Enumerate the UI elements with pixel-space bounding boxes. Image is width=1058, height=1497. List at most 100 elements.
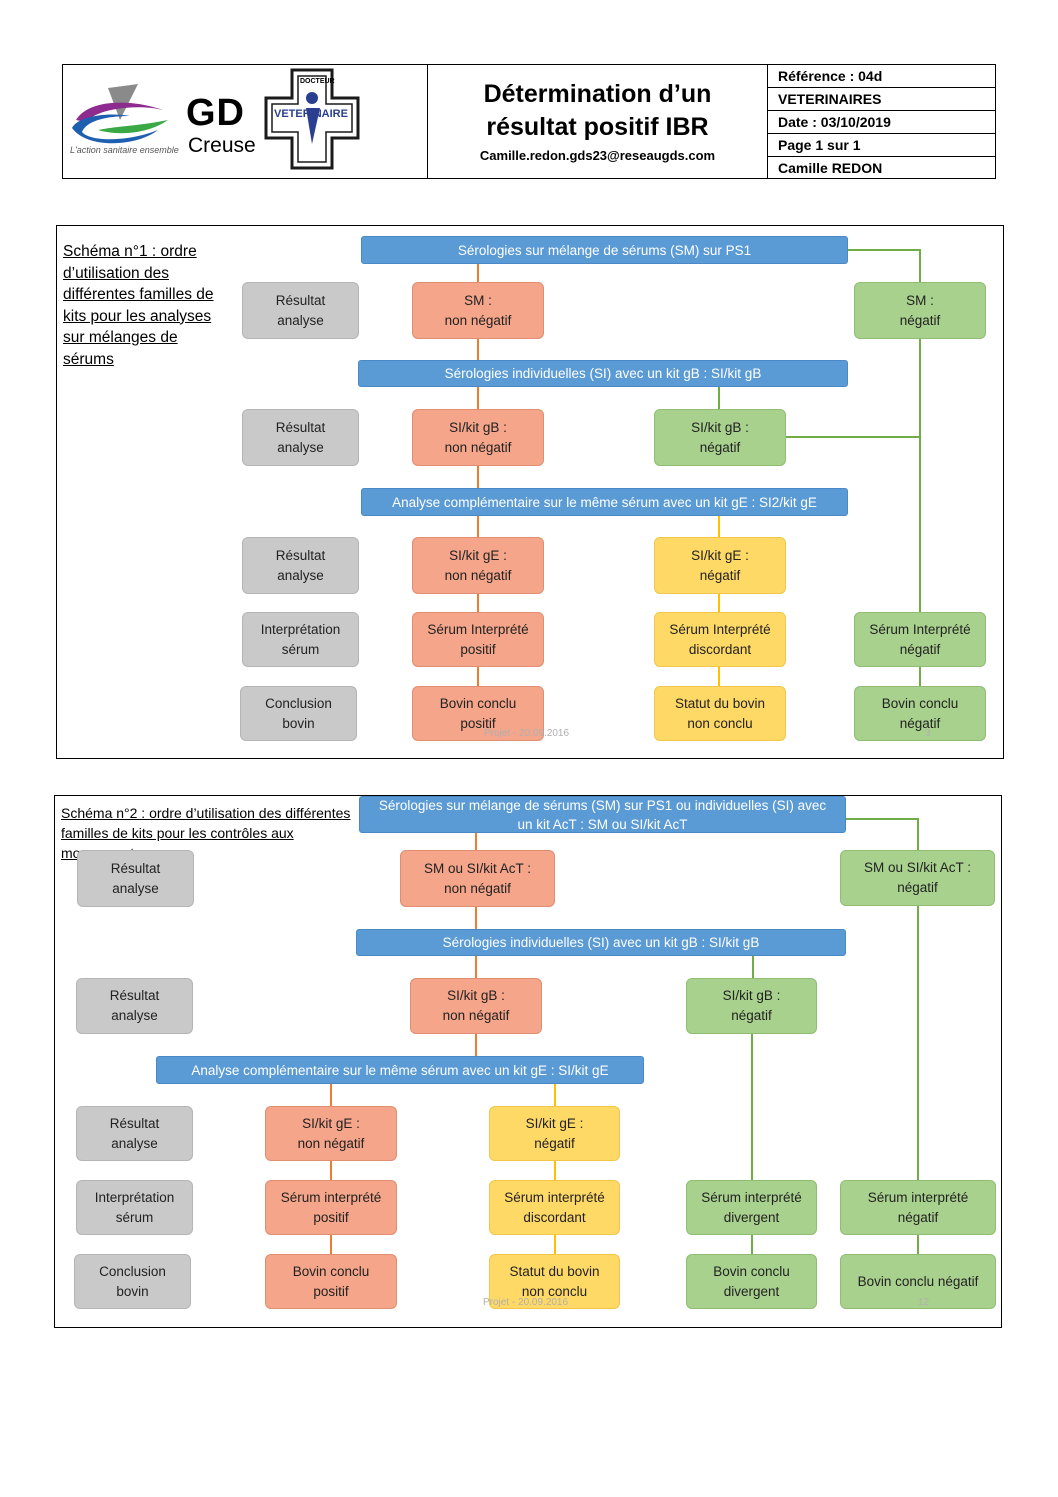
- schema1-label-conclusion: Conclusion bovin: [240, 686, 357, 741]
- logo-creuse-text: Creuse: [188, 134, 256, 157]
- connector-line: [477, 667, 479, 686]
- connector-line: [786, 436, 920, 438]
- title-cell: Détermination d’un résultat positif IBR …: [428, 64, 768, 179]
- connector-line: [475, 907, 477, 929]
- ref-audience: VETERINAIRES: [768, 88, 996, 111]
- connector-line: [718, 387, 720, 409]
- schema1-gb-negative: SI/kit gB : négatif: [654, 409, 786, 466]
- connector-line: [718, 667, 720, 686]
- schema2-frame: [54, 795, 1002, 1328]
- schema1-label-result-3: Résultat analyse: [242, 537, 359, 594]
- connector-line: [846, 818, 918, 820]
- doc-title: Détermination d’un résultat positif IBR: [428, 78, 767, 144]
- connector-line: [477, 594, 479, 612]
- contact-email: Camille.redon.gds23@reseaugds.com: [479, 148, 716, 163]
- schema1-bar-pool-serology: Sérologies sur mélange de sérums (SM) su…: [361, 236, 848, 264]
- connector-line: [848, 249, 920, 251]
- schema2-concl-negative: Bovin conclu négatif: [840, 1254, 996, 1309]
- schema2-gb-non-negative: SI/kit gB : non négatif: [410, 978, 542, 1034]
- schema2-act-non-negative: SM ou SI/kit AcT : non négatif: [400, 850, 555, 907]
- connector-line: [475, 956, 477, 978]
- schema1-sm-non-negative: SM : non négatif: [412, 282, 544, 339]
- schema1-bar-gb-serology: Sérologies individuelles (SI) avec un ki…: [358, 360, 848, 387]
- connector-line: [752, 956, 754, 978]
- schema2-label-interpretation: Interprétation sérum: [76, 1180, 193, 1235]
- schema1-ge-non-negative: SI/kit gE : non négatif: [412, 537, 544, 594]
- connector-line: [554, 1235, 556, 1254]
- schema2-interp-positive: Sérum interprété positif: [265, 1180, 397, 1235]
- connector-line: [475, 1034, 477, 1056]
- schema1-interp-discordant: Sérum Interprété discordant: [654, 612, 786, 667]
- connector-line: [477, 264, 479, 282]
- logo-tagline: L'action sanitaire ensemble: [70, 145, 179, 155]
- connector-line: [917, 906, 919, 1180]
- connector-line: [917, 1235, 919, 1254]
- connector-line: [919, 249, 921, 282]
- ref-reference: Référence : 04d: [768, 65, 996, 88]
- schema1-concl-negative: Bovin conclu négatif: [854, 686, 986, 741]
- doc-title-line2: résultat positif IBR: [486, 113, 709, 141]
- schema1-page-number: 3: [925, 728, 931, 739]
- connector-line: [330, 1235, 332, 1254]
- connector-line: [919, 339, 921, 612]
- ref-date: Date : 03/10/2019: [768, 111, 996, 134]
- schema2-interp-negative: Sérum interprété négatif: [840, 1180, 996, 1235]
- schema2-bar-ge-analysis: Analyse complémentaire sur le même sérum…: [156, 1056, 644, 1084]
- connector-line: [554, 1160, 556, 1180]
- veterinaire-cross-icon: [264, 68, 360, 170]
- connector-line: [718, 594, 720, 612]
- schema2-label-result-3: Résultat analyse: [76, 1106, 193, 1161]
- schema2-label-result-1: Résultat analyse: [77, 850, 194, 907]
- ref-author: Camille REDON: [778, 160, 883, 176]
- connector-line: [330, 1084, 332, 1106]
- connector-line: [751, 1235, 753, 1254]
- header-table: [62, 64, 996, 179]
- schema1-label-interpretation: Interprétation sérum: [242, 612, 359, 667]
- schema1-label-result-2: Résultat analyse: [242, 409, 359, 466]
- doc-title-line1: Détermination d’un: [483, 80, 712, 108]
- gds-logo-swoosh: [72, 84, 168, 144]
- schema1-caption: Schéma n°1 : ordre d’utilisation des dif…: [63, 243, 214, 368]
- connector-line: [475, 832, 477, 850]
- logo-gd-text: GD: [186, 92, 245, 134]
- schema2-ge-negative: SI/kit gE : négatif: [489, 1106, 620, 1161]
- schema2-act-negative: SM ou SI/kit AcT : négatif: [840, 850, 995, 906]
- schema1-interp-positive: Sérum Interprété positif: [412, 612, 544, 667]
- schema1-interp-negative: Sérum Interprété négatif: [854, 612, 986, 667]
- connector-line: [718, 516, 720, 537]
- schema2-concl-positive: Bovin conclu positif: [265, 1254, 397, 1309]
- schema1-label-result-1: Résultat analyse: [242, 282, 359, 339]
- connector-line: [477, 516, 479, 537]
- schema1-gb-non-negative: SI/kit gB : non négatif: [412, 409, 544, 466]
- connector-line: [917, 818, 919, 850]
- connector-line: [751, 1034, 753, 1180]
- schema1-concl-not-concluded: Statut du bovin non conclu: [654, 686, 786, 741]
- schema1-ge-negative: SI/kit gE : négatif: [654, 537, 786, 594]
- schema2-concl-divergent: Bovin conclu divergent: [686, 1254, 817, 1309]
- connector-line: [919, 667, 921, 686]
- connector-line: [554, 1084, 556, 1106]
- badge-text: VETERINAIRE: [274, 108, 348, 120]
- schema2-bar-act-serology: Sérologies sur mélange de sérums (SM) su…: [359, 796, 846, 833]
- schema2-gb-negative: SI/kit gB : négatif: [686, 978, 817, 1034]
- schema1-watermark: Projet - 20.09.2016: [484, 728, 570, 739]
- connector-line: [477, 339, 479, 360]
- schema2-concl-not-concluded: Statut du bovin non conclu: [489, 1254, 620, 1309]
- connector-line: [477, 387, 479, 409]
- connector-line: [330, 1160, 332, 1180]
- schema2-interp-divergent: Sérum interprété divergent: [686, 1180, 817, 1235]
- schema2-watermark: Projet - 20.09.2016: [483, 1297, 569, 1308]
- schema2-label-result-2: Résultat analyse: [76, 978, 193, 1034]
- badge-top-text: DOCTEUR: [300, 78, 335, 85]
- schema1-bar-ge-analysis: Analyse complémentaire sur le même sérum…: [361, 488, 848, 516]
- schema1-sm-negative: SM : négatif: [854, 282, 986, 339]
- schema2-ge-non-negative: SI/kit gE : non négatif: [265, 1106, 397, 1161]
- schema1-frame: [56, 225, 1004, 759]
- logo-cell: [62, 64, 428, 179]
- schema2-page-number: 12: [918, 1297, 930, 1308]
- schema2-bar-gb-serology: Sérologies individuelles (SI) avec un ki…: [356, 929, 846, 956]
- ref-page: Page 1 sur 1: [768, 134, 996, 157]
- schema2-interp-discordant: Sérum interprété discordant: [489, 1180, 620, 1235]
- schema2-label-conclusion: Conclusion bovin: [74, 1254, 191, 1309]
- schema1-concl-positive: Bovin conclu positif: [412, 686, 544, 741]
